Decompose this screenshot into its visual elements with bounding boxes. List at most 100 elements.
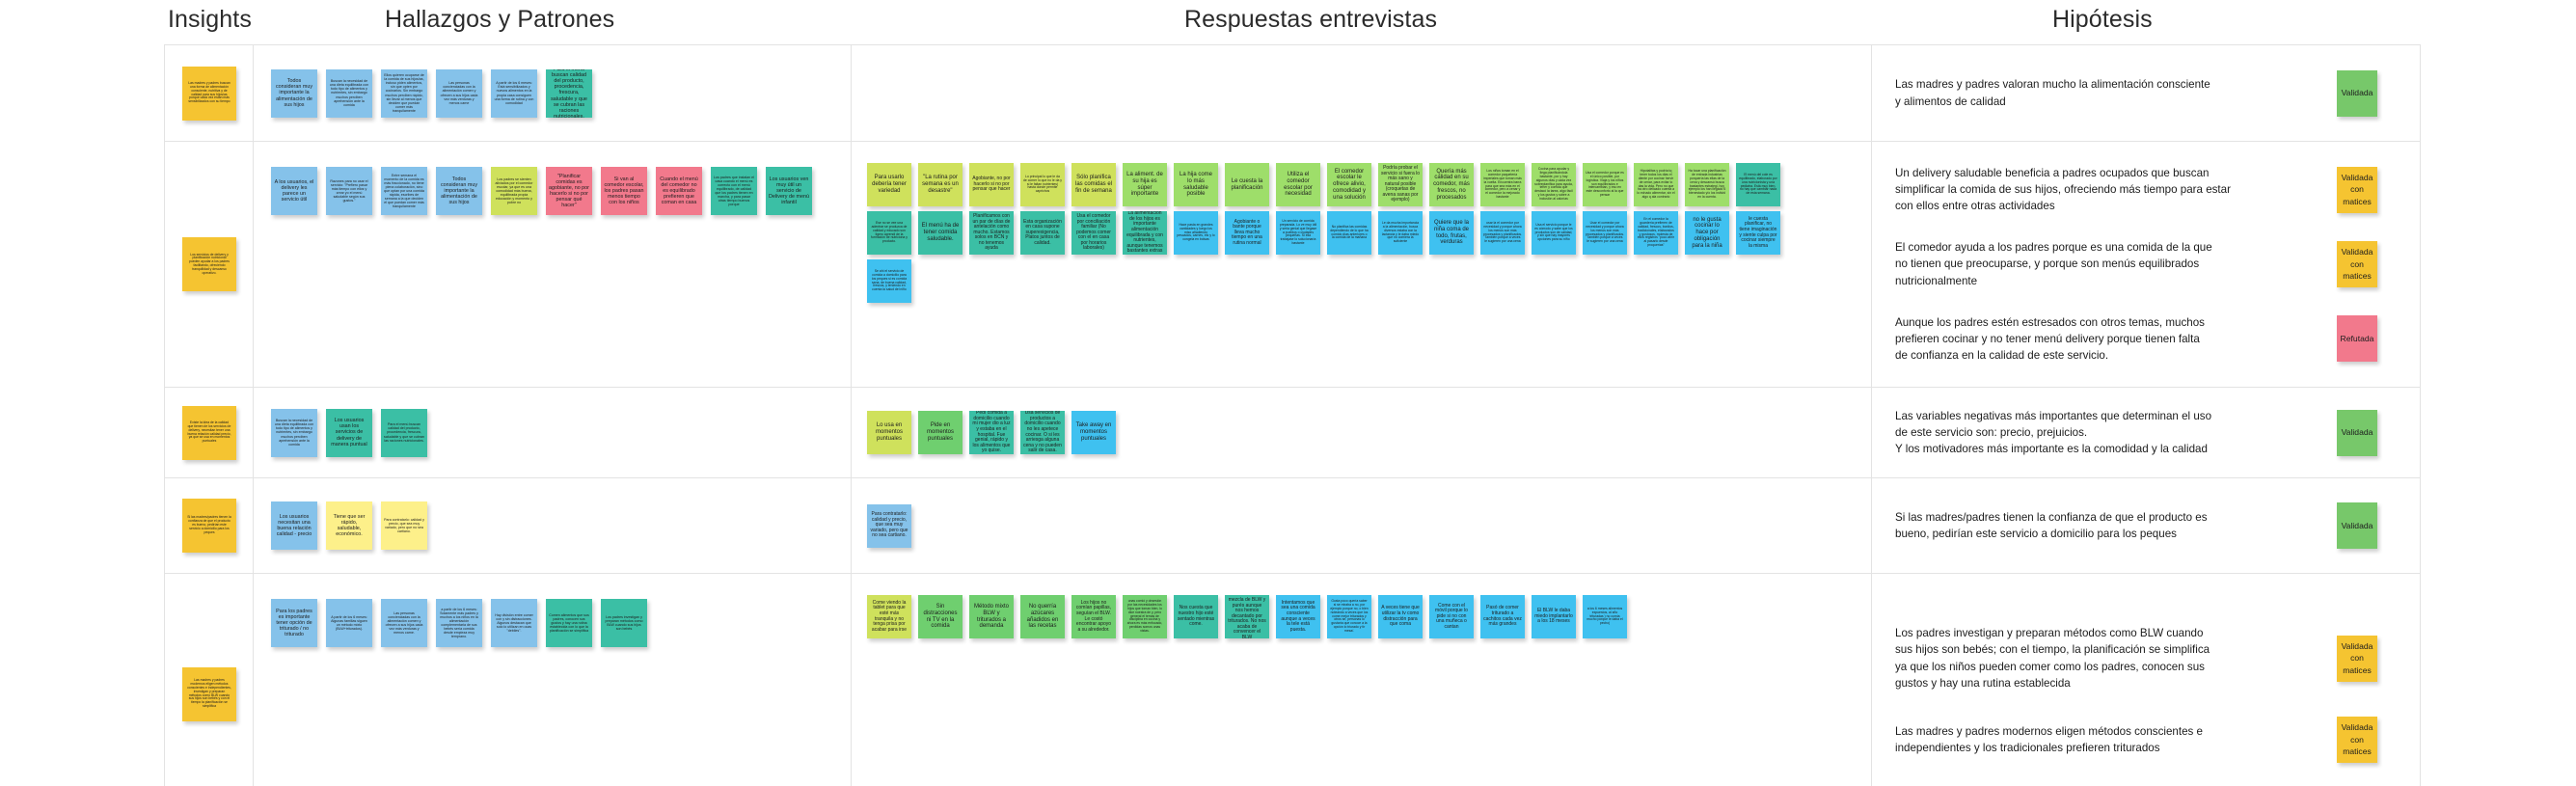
sticky-note[interactable]: Si las madres/padres tienen la confianza… xyxy=(182,499,236,553)
sticky-note[interactable]: Comen alimentos que sus padres, conocen … xyxy=(546,599,592,647)
sticky-note[interactable]: "Planificar comidas es agobiante, no por… xyxy=(546,167,592,215)
sticky-note[interactable]: La hija come lo más saludable posible xyxy=(1174,163,1218,206)
status-badge[interactable]: Validada con matices xyxy=(2337,716,2377,763)
sticky-note[interactable]: A partir de los 6 meses: Está sensibiliz… xyxy=(491,68,537,118)
sticky-note[interactable]: usar la el comedor por necesidad y porqu… xyxy=(1480,211,1525,255)
sticky-note[interactable]: Pasó de comer triturado a cachitos cada … xyxy=(1480,595,1525,638)
sticky-note[interactable]: Agobiante o bante porque lleva mucho tie… xyxy=(1225,211,1269,255)
sticky-note[interactable]: Esta organización en casa supone superex… xyxy=(1020,211,1065,255)
sticky-note[interactable]: Para los padres es importante tener opci… xyxy=(271,599,317,647)
sticky-note[interactable]: Todos consideran muy importante la alime… xyxy=(271,68,317,118)
sticky-note[interactable]: Podría probar el servicio si fuera lo má… xyxy=(1378,163,1423,206)
sticky-note[interactable]: Ese no se vee una adentrar se produzca d… xyxy=(867,211,911,255)
sticky-note[interactable]: Los usuarios usan los servicios de deliv… xyxy=(326,408,372,457)
sticky-note[interactable]: Hay división entre comer con y sin distr… xyxy=(491,599,537,647)
sticky-note[interactable]: Pide en momentos puntuales xyxy=(918,411,963,454)
sticky-note[interactable]: a los 6 meses alimentos expuestos, al añ… xyxy=(1583,595,1627,638)
sticky-note[interactable]: Las madres y padres buscan una forma de … xyxy=(182,66,236,121)
sticky-note[interactable]: Sin distracciones ni TV en la comida xyxy=(918,595,963,638)
sticky-note[interactable]: "La rutina por semana es un desastre" xyxy=(918,163,963,206)
sticky-note[interactable]: No planifica las comidas dependiendo de … xyxy=(1327,211,1371,255)
sticky-note[interactable]: Las madres y padres modernos eligen méto… xyxy=(182,666,236,721)
sticky-note[interactable]: Lo principal lo que le da de comer lo qu… xyxy=(1020,163,1065,206)
sticky-note[interactable]: Agobiante, no por hacerlo si no por pens… xyxy=(969,163,1014,206)
sticky-note[interactable]: Le da mucha importancia a la alimentació… xyxy=(1378,211,1423,255)
sticky-note[interactable]: Usa el servicio porque le es cómodo y sa… xyxy=(1532,211,1576,255)
sticky-note[interactable]: Buscan la necesidad de una dieta equilib… xyxy=(326,68,372,118)
sticky-note[interactable]: Las personas concienciadas con la alimen… xyxy=(436,68,482,118)
sticky-note[interactable]: Entre semana el momento de la comida es … xyxy=(381,167,427,215)
sticky-note[interactable]: Lo usa en momentos puntuales xyxy=(867,411,911,454)
sticky-note[interactable]: No querría azúcares añadidos en las rece… xyxy=(1020,595,1065,638)
sticky-note[interactable]: Usar el comedor por necesidad y porque a… xyxy=(1583,211,1627,255)
sticky-note[interactable]: Los usuarios necesitan una buena relació… xyxy=(271,501,317,550)
sticky-note[interactable]: La aliment. de su hija es súper importan… xyxy=(1123,163,1167,206)
sticky-note[interactable]: Para el menú buscan calidad del producto… xyxy=(546,68,592,118)
sticky-note[interactable]: Razones para no usar el servicio: "Prefi… xyxy=(326,167,372,215)
sticky-note[interactable]: Hace pasta en grandes cantidades y luego… xyxy=(1174,211,1218,255)
sticky-note[interactable]: Las personas concienciadas con la alimen… xyxy=(381,599,427,647)
sticky-note[interactable]: Método mixto BLW y triturados a demanda xyxy=(969,595,1014,638)
sticky-note[interactable]: Hemos hecho mezcla de BLW y purés aunque… xyxy=(1225,595,1269,638)
sticky-note[interactable]: Hipotalitas y podría tq tener todos los … xyxy=(1634,163,1678,206)
status-badge[interactable]: Refutada xyxy=(2337,315,2377,363)
sticky-note[interactable]: Sólo planifica las comidas el fin de sem… xyxy=(1071,163,1116,206)
sticky-note[interactable]: Tiene que ser rápido, saludable, económi… xyxy=(326,501,372,550)
sticky-note[interactable]: Pedí comida a domicilio cuando mi mujer … xyxy=(969,411,1014,454)
sticky-note[interactable]: A veces tiene que utilizar la tv como di… xyxy=(1378,595,1423,638)
sticky-note[interactable]: Ellos quieren ocuparse de la comida de s… xyxy=(381,68,427,118)
sticky-note[interactable]: Para contratarlo: calidad y precio, que … xyxy=(381,501,427,550)
sticky-note[interactable]: no le gusta cocinar lo hace por obligaci… xyxy=(1685,211,1729,255)
sticky-note[interactable]: El menú ha de tener comida saludable. xyxy=(918,211,963,255)
sticky-note[interactable]: Le cuesta la planificación xyxy=(1225,163,1269,206)
sticky-note[interactable]: Gusta poco quería saber si se miraba a n… xyxy=(1327,595,1371,638)
sticky-note[interactable]: Los padres investigan y preparan métodos… xyxy=(601,599,647,647)
sticky-note[interactable]: Buscan la necesidad de una dieta equilib… xyxy=(271,408,317,457)
sticky-note[interactable]: Se ahí el servicio de comida a domicilio… xyxy=(867,259,911,303)
sticky-note[interactable]: Para usarlo debería tener variedad xyxy=(867,163,911,206)
sticky-note[interactable]: Los usuarios ven muy útil un servicio de… xyxy=(766,167,812,215)
sticky-note[interactable]: El BLW le daba miedo implantarlo a los 1… xyxy=(1532,595,1576,638)
sticky-note[interactable]: A los usuarios, el delivery les parece u… xyxy=(271,167,317,215)
sticky-note[interactable]: La alimentación de los hijos es importan… xyxy=(1123,211,1167,255)
sticky-note[interactable]: Cuando el menú del comedor no es equilib… xyxy=(656,167,702,215)
sticky-note[interactable]: El comedor escolar le ofrece alivio, com… xyxy=(1327,163,1371,206)
sticky-note[interactable]: Para el menú buscan calidad del producto… xyxy=(381,408,427,457)
sticky-note[interactable]: Ha tocar una planificación de entrada in… xyxy=(1685,163,1729,206)
sticky-note[interactable]: Cocina para ayudar y llega planificándol… xyxy=(1532,163,1576,206)
sticky-note[interactable]: Los padres que instalan el casa cuando e… xyxy=(711,167,757,215)
sticky-note[interactable]: Los niños toman en el comedor paquetería… xyxy=(1480,163,1525,206)
status-badge[interactable]: Validada con matices xyxy=(2337,166,2377,213)
sticky-note[interactable]: Usa servicios de productos a domicilio c… xyxy=(1020,411,1065,454)
sticky-note[interactable]: Todos consideran muy importante la alime… xyxy=(436,167,482,215)
status-badge[interactable]: Validada xyxy=(2337,69,2377,117)
sticky-note[interactable]: El menú del cole es equilibrado, elabora… xyxy=(1736,163,1780,206)
sticky-note[interactable]: Existe la idea de la calidad que tienen … xyxy=(182,405,236,460)
sticky-note[interactable]: Nos cuesta que nuestro hijo esté sentado… xyxy=(1174,595,1218,638)
sticky-note[interactable]: En el comedor la guardería prefieren de … xyxy=(1634,211,1678,255)
sticky-note[interactable]: Usa el comedor por conciliación familiar… xyxy=(1071,211,1116,255)
sticky-note[interactable]: le cuesta planificar, no tiene imaginaci… xyxy=(1736,211,1780,255)
sticky-note[interactable]: Utiliza el comedor escolar por necesidad xyxy=(1276,163,1320,206)
sticky-note[interactable]: Usa el comedor porque es el único posibl… xyxy=(1583,163,1627,206)
sticky-note[interactable]: Come viendo la tablet para que esté más … xyxy=(867,595,911,638)
sticky-note[interactable]: Si van al comedor escolar, los padres pa… xyxy=(601,167,647,215)
status-badge[interactable]: Validada xyxy=(2337,502,2377,549)
sticky-note[interactable]: Take away en momentos puntuales xyxy=(1071,411,1116,454)
sticky-note[interactable]: Para contratarlo: calidad y precio, que … xyxy=(867,503,911,548)
sticky-note[interactable]: Planificamos con un par de días de antel… xyxy=(969,211,1014,255)
sticky-note[interactable]: Intentamos que sea una comida consciente… xyxy=(1276,595,1320,638)
status-badge[interactable]: Validada con matices xyxy=(2337,635,2377,682)
status-badge[interactable]: Validada xyxy=(2337,409,2377,456)
sticky-note[interactable]: Un servicio de comida preparada. Lo ve m… xyxy=(1276,211,1320,255)
sticky-note[interactable]: unas comió y obsesión por las necesidade… xyxy=(1123,595,1167,638)
sticky-note[interactable]: Come con el móvil porque lo pide si no c… xyxy=(1429,595,1474,638)
sticky-note[interactable]: Los hijos no comían papillas, seguían el… xyxy=(1071,595,1116,638)
sticky-note[interactable]: Quería más calidad en su comedor, más fr… xyxy=(1429,163,1474,206)
sticky-note[interactable]: Quiere que la niña coma de todo, frutas,… xyxy=(1429,211,1474,255)
status-badge[interactable]: Validada con matices xyxy=(2337,241,2377,287)
sticky-note[interactable]: a partir de los 6 meses: Solamente más p… xyxy=(436,599,482,647)
sticky-note[interactable]: A partir de los 6 meses: Algunas familia… xyxy=(326,599,372,647)
sticky-note[interactable]: Los padres se sienten aliviados por el c… xyxy=(491,167,537,215)
sticky-note[interactable]: Los servicios de delivery y planificació… xyxy=(182,237,236,291)
